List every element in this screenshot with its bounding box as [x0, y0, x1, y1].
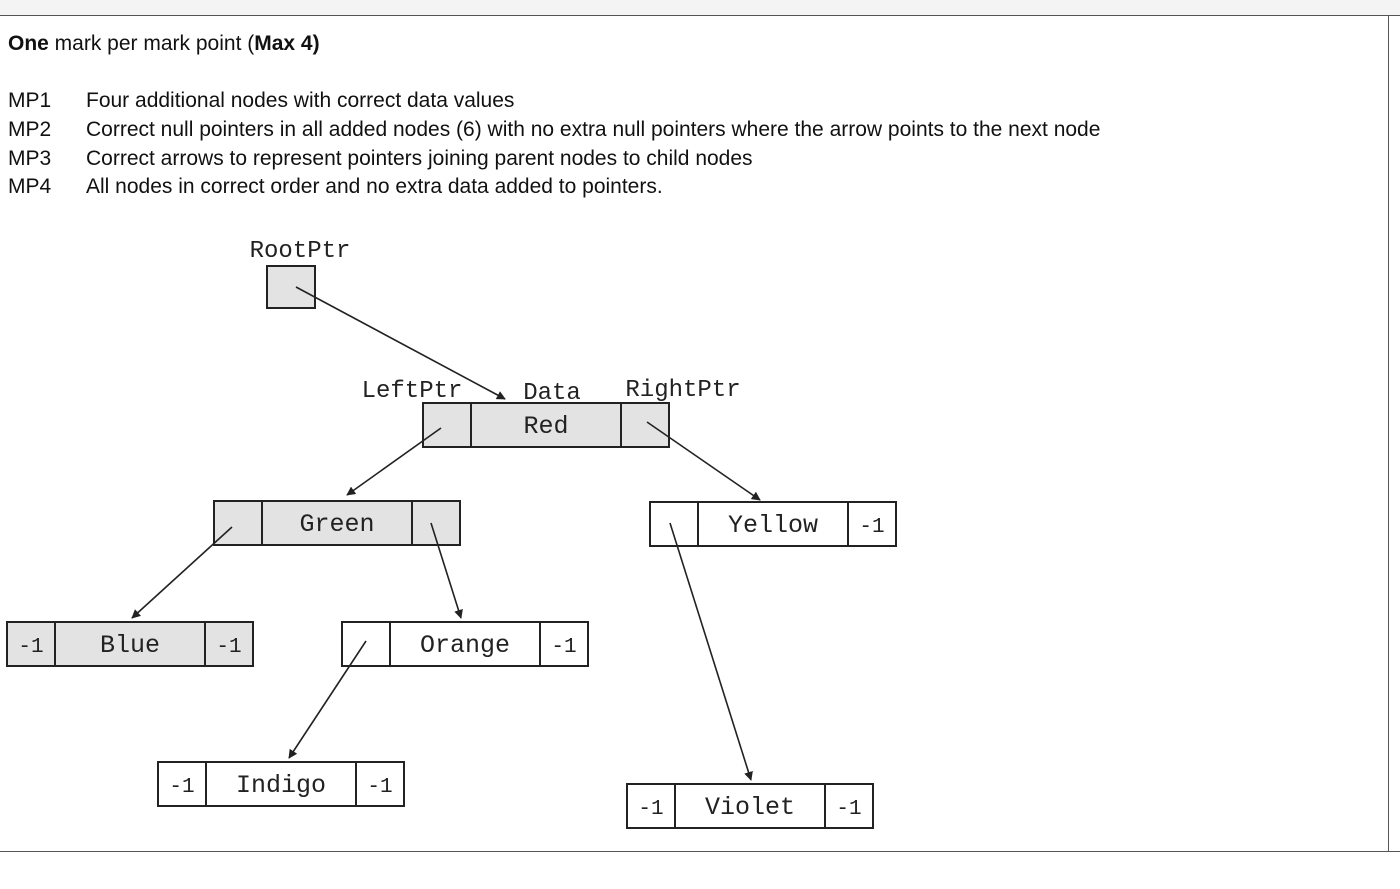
mark-point-code: MP4: [8, 175, 52, 198]
data-cell: [205, 761, 357, 807]
left-pointer-cell: [422, 402, 472, 448]
left-pointer-cell: [626, 783, 676, 829]
mark-point-text: Correct null pointers in all added nodes…: [86, 118, 1101, 141]
root-pointer-box: [266, 265, 316, 309]
mark-point-1: MP1 Four additional nodes with correct da…: [8, 89, 514, 113]
node-pointer-value: -1: [551, 636, 576, 659]
node-green: Green: [213, 500, 461, 546]
left-pointer-cell: [649, 501, 699, 547]
mark-point-code: MP2: [8, 118, 52, 141]
node-data-value: Indigo: [236, 771, 326, 800]
left-pointer-cell: [6, 621, 56, 667]
bottom-border: [0, 851, 1400, 852]
heading-middle: mark per mark point (: [48, 32, 255, 55]
data-cell: [261, 500, 413, 546]
data-cell: [697, 501, 849, 547]
data-cell: [674, 783, 826, 829]
right-pointer-cell: [355, 761, 405, 807]
right-pointer-cell: [620, 402, 670, 448]
node-data-value: Yellow: [728, 511, 818, 540]
header-band: [0, 0, 1400, 15]
arrow-green-to-orange: [430, 522, 463, 619]
data-cell: [470, 402, 622, 448]
right-pointer-cell: [847, 501, 897, 547]
node-yellow: Yellow -1: [649, 501, 897, 547]
mark-point-4: MP4 All nodes in correct order and no ext…: [8, 175, 663, 199]
node-pointer-value: -1: [836, 798, 861, 821]
arrow-yellow-to-violet: [669, 522, 753, 781]
mark-point-3: MP3 Correct arrows to represent pointers …: [8, 147, 753, 171]
mark-point-text: All nodes in correct order and no extra …: [86, 175, 663, 198]
right-pointer-cell: [824, 783, 874, 829]
node-blue: -1 Blue -1: [6, 621, 254, 667]
arrow-orange-to-indigo: [288, 640, 367, 759]
node-indigo: -1 Indigo -1: [157, 761, 405, 807]
root-pointer-label: RootPtr: [250, 238, 351, 265]
node-red: Red: [422, 402, 670, 448]
node-violet: -1 Violet -1: [626, 783, 874, 829]
node-data-value: Violet: [705, 793, 795, 822]
mark-point-text: Correct arrows to represent pointers joi…: [86, 147, 753, 170]
node-data-value: Blue: [100, 631, 160, 660]
node-pointer-value: -1: [367, 776, 392, 799]
left-pointer-cell: [157, 761, 207, 807]
right-pointer-cell: [204, 621, 254, 667]
arrow-red-to-green: [346, 427, 442, 496]
node-pointer-value: -1: [169, 776, 194, 799]
mark-point-text: Four additional nodes with correct data …: [86, 89, 515, 112]
node-pointer-value: -1: [859, 516, 884, 539]
right-border: [1388, 15, 1389, 851]
mark-scheme-heading: One mark per mark point (Max 4): [8, 32, 320, 56]
left-pointer-cell: [213, 500, 263, 546]
node-pointer-value: -1: [638, 798, 663, 821]
node-pointer-value: -1: [18, 636, 43, 659]
arrow-green-to-blue: [131, 526, 233, 619]
node-data-value: Green: [299, 510, 374, 539]
node-data-value: Orange: [420, 631, 510, 660]
node-pointer-value: -1: [216, 636, 241, 659]
mark-point-2: MP2 Correct null pointers in all added no…: [8, 118, 1100, 142]
left-pointer-cell: [341, 621, 391, 667]
right-pointer-field-label: RightPtr: [625, 377, 740, 404]
arrow-red-to-yellow: [646, 421, 761, 501]
data-cell: [389, 621, 541, 667]
mark-point-code: MP3: [8, 147, 52, 170]
heading-bold-lead: One: [8, 32, 49, 55]
arrow-root-to-red: [295, 286, 506, 400]
left-pointer-field-label: LeftPtr: [362, 378, 463, 405]
mark-point-code: MP1: [8, 89, 52, 112]
right-pointer-cell: [539, 621, 589, 667]
node-data-value: Red: [523, 412, 568, 441]
heading-max: Max 4): [254, 32, 320, 55]
node-orange: Orange -1: [341, 621, 589, 667]
top-border: [0, 15, 1400, 16]
